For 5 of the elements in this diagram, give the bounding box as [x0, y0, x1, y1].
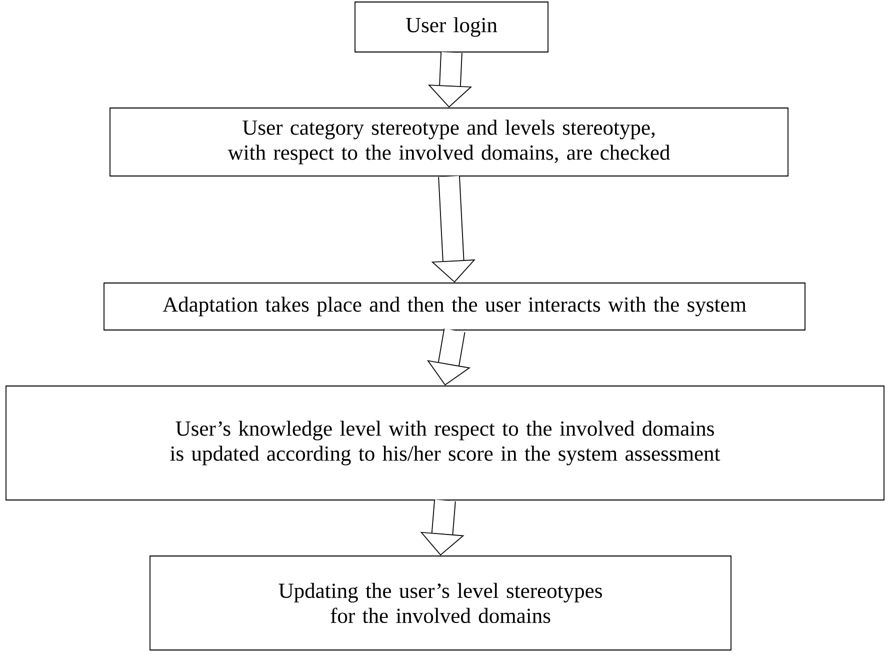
- process-box: Adaptation takes place and then the user interacts with the system: [104, 282, 806, 330]
- process-box: User category stereotype and levels stereotype, with respect to the involved domains, are checked: [110, 108, 788, 176]
- process-box: Updating the user’s level stereotypes for the involved domains: [150, 556, 732, 650]
- process-box: User’s knowledge level with respect to the involved domains is updated according to his/her score in the system assessment: [6, 386, 884, 500]
- process-box: User login: [354, 2, 548, 52]
